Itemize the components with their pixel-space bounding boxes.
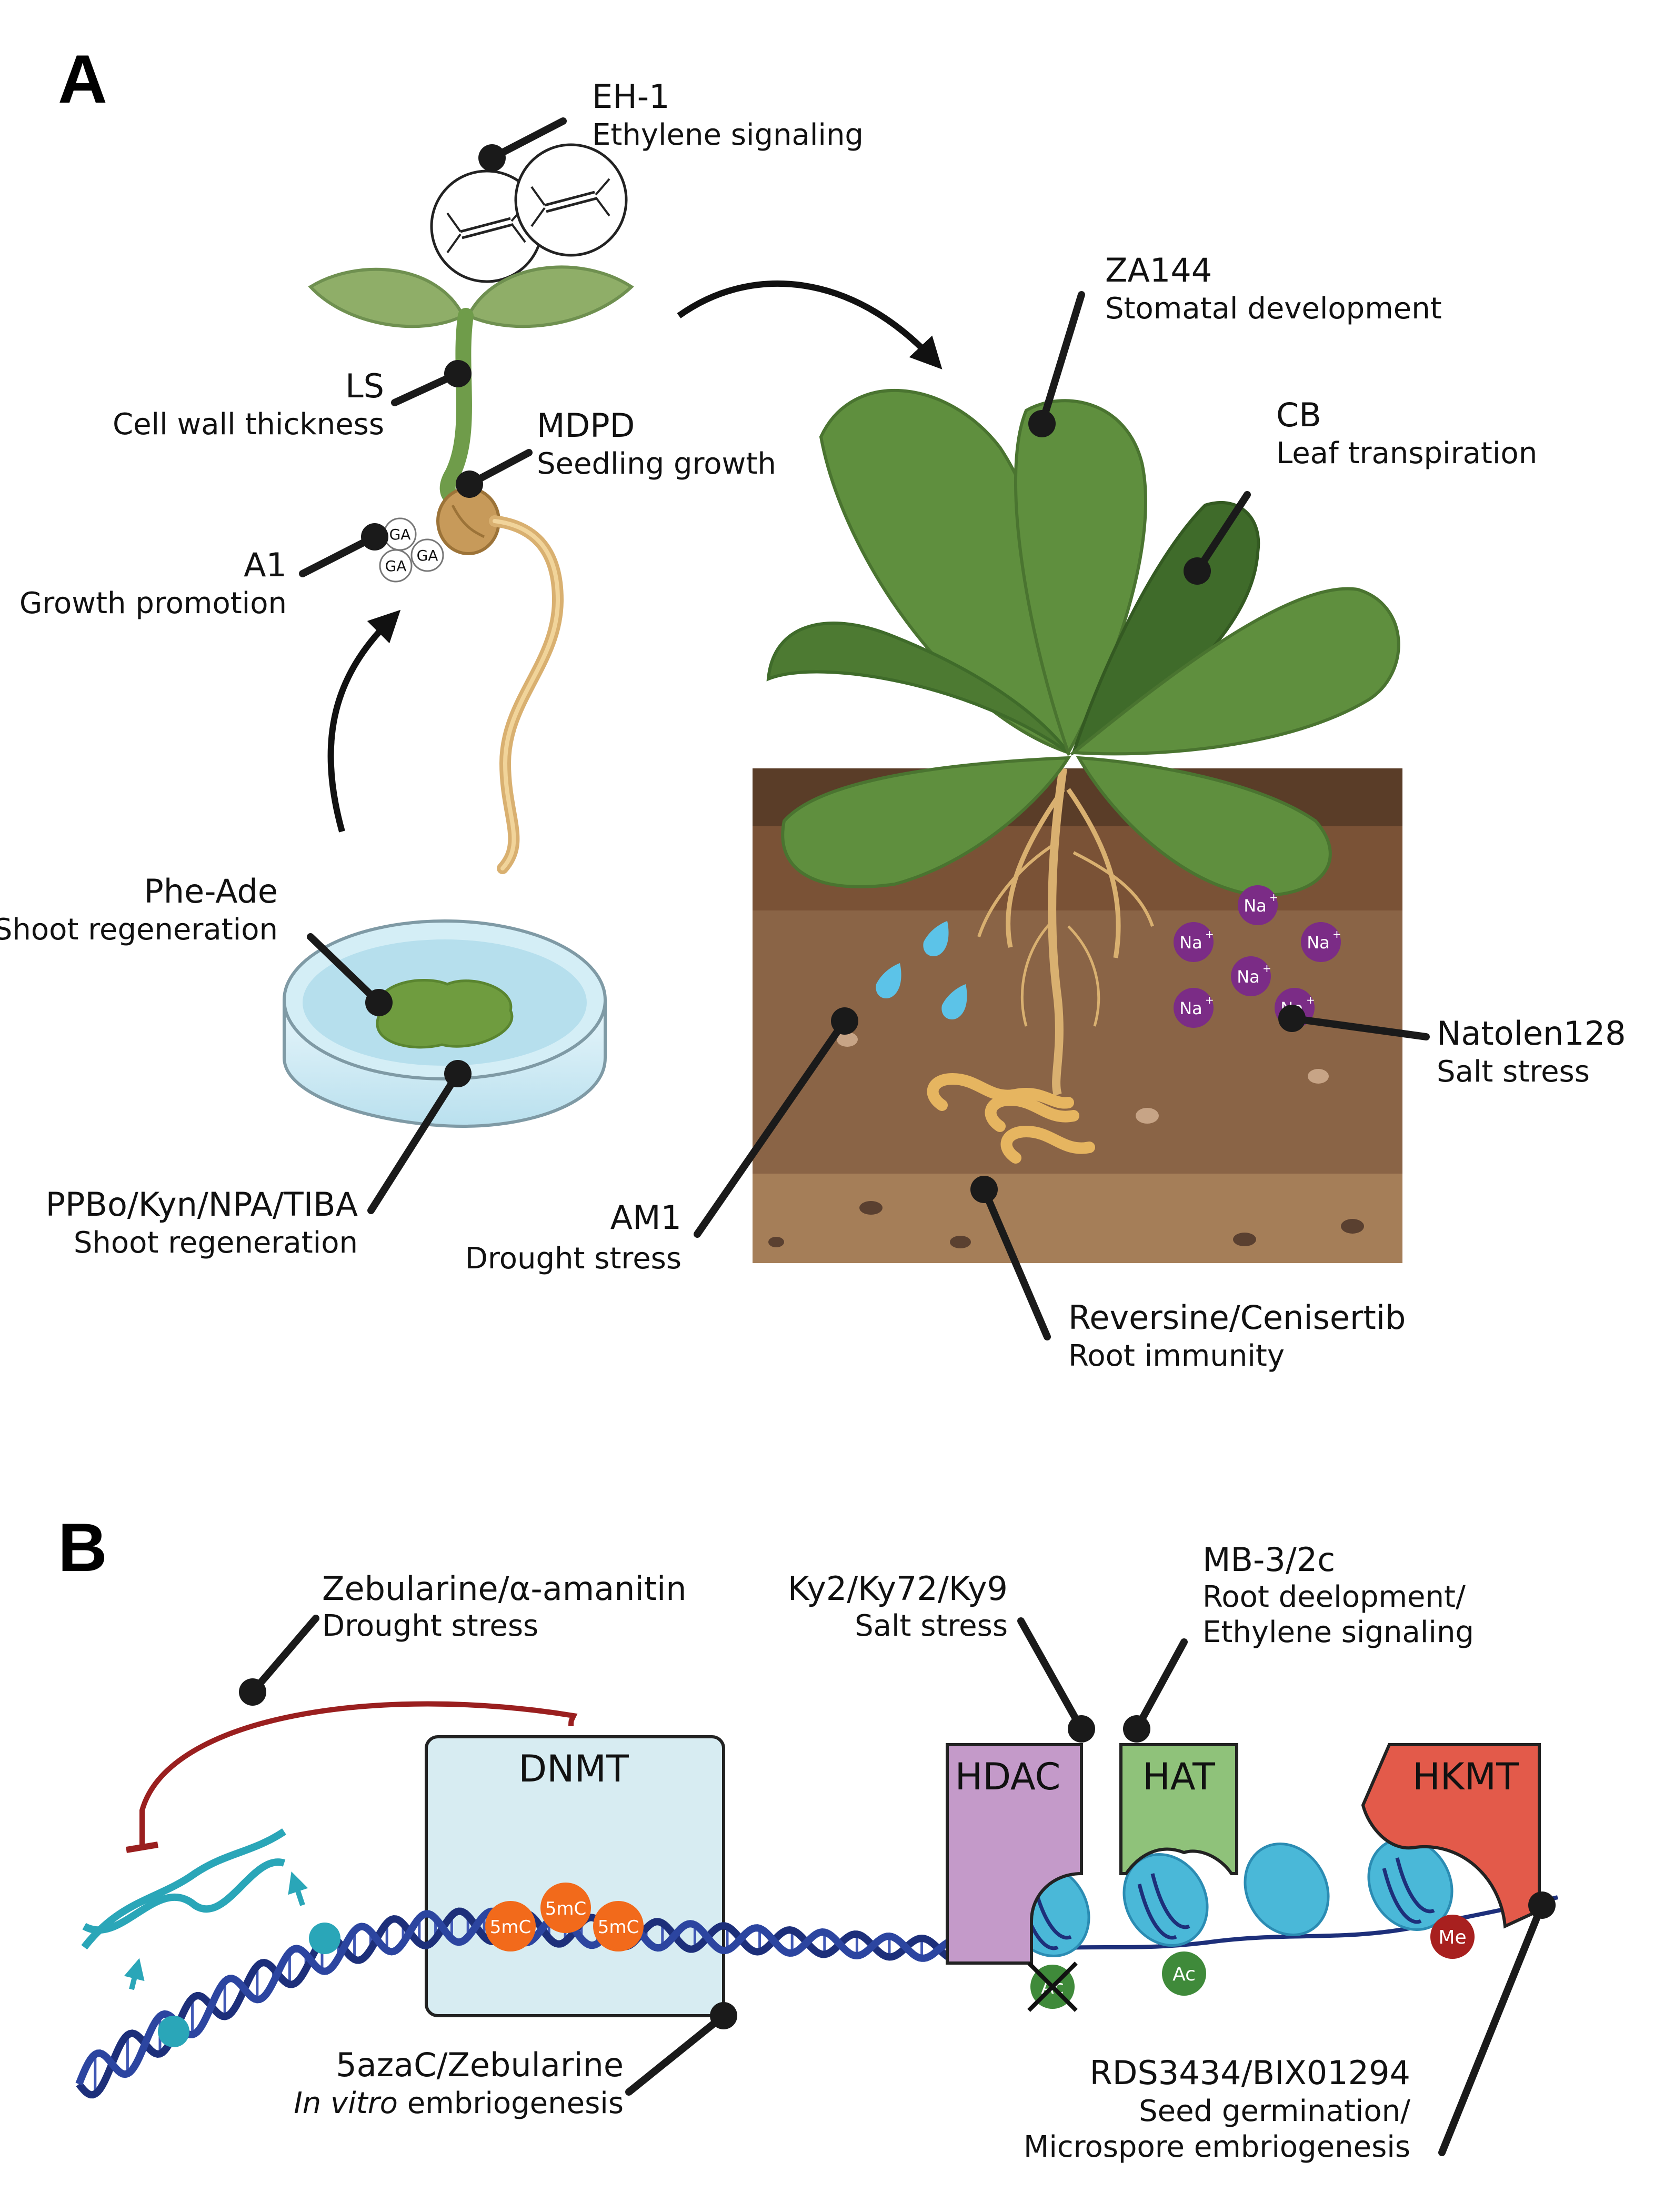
label-rds-desc1: Seed germination/	[1139, 2094, 1410, 2128]
label-mdpd-desc: Seedling growth	[537, 447, 776, 481]
label-rds-name: RDS3434/BIX01294	[1090, 2054, 1410, 2092]
ga-label: GA	[417, 547, 438, 564]
inhibition-line	[139, 1701, 578, 1847]
label-azac-name: 5azaC/Zebularine	[336, 2046, 624, 2084]
label-zebularine-amanitin-desc: Drought stress	[322, 1609, 538, 1643]
label-phe-ade-name: Phe-Ade	[144, 872, 278, 910]
label-a1-desc: Growth promotion	[19, 586, 287, 620]
label-ls-desc: Cell wall thickness	[113, 407, 384, 442]
methyl-c-label: 5mC	[545, 1898, 587, 1919]
hat-enzyme-shape	[1119, 1743, 1238, 1875]
label-eh1-desc: Ethylene signaling	[592, 118, 864, 152]
teal-dot-icon	[309, 1923, 340, 1954]
dna-strand	[75, 1907, 1008, 2086]
label-natolen-desc: Salt stress	[1437, 1055, 1590, 1089]
acetyl-label: Ac	[1172, 1964, 1196, 1985]
ga-label: GA	[385, 557, 407, 575]
label-mb3-desc1: Root deelopment/	[1202, 1580, 1466, 1614]
label-ls-name: LS	[345, 367, 384, 405]
label-eh1-name: EH-1	[592, 77, 670, 116]
label-am1-desc: Drought stress	[465, 1242, 681, 1276]
panel-a-letter: A	[58, 41, 107, 117]
label-reversine-desc: Root immunity	[1068, 1339, 1285, 1373]
na-ion-charge: +	[1205, 994, 1214, 1006]
label-phe-ade-desc: Shoot regeneration	[0, 913, 278, 947]
gibberellin-icon: GA GA GA	[379, 517, 444, 583]
label-za144-desc: Stomatal development	[1105, 292, 1442, 326]
label-a1-name: A1	[244, 546, 287, 584]
hkmt-label: HKMT	[1412, 1755, 1519, 1798]
label-azac-desc: In vitro embriogenesis	[294, 2086, 624, 2120]
nucleosomes-illustration	[1004, 1837, 1454, 1957]
hdac-enzyme-shape	[946, 1743, 1083, 1965]
na-ion-label: Na	[1244, 896, 1267, 916]
na-ion-label: Na	[1307, 933, 1330, 953]
methyl-c-label: 5mC	[598, 1917, 639, 1938]
label-ppbo-desc: Shoot regeneration	[74, 1226, 358, 1260]
label-ky-desc: Salt stress	[855, 1609, 1008, 1643]
label-ppbo-name: PPBo/Kyn/NPA/TIBA	[46, 1185, 358, 1224]
na-ion-charge: +	[1332, 928, 1341, 940]
inhibition-bar	[126, 1841, 158, 1853]
label-azac-desc-rest: embriogenesis	[398, 2086, 624, 2120]
release-arrow-icon	[288, 1871, 308, 1906]
hdac-label: HDAC	[955, 1755, 1061, 1798]
label-azac-desc-italic: In vitro	[294, 2086, 398, 2120]
dna-helix-illustration	[75, 1907, 1008, 2099]
acetyl-mark: Ac	[1162, 1951, 1206, 1996]
label-ky-name: Ky2/Ky72/Ky9	[788, 1569, 1008, 1608]
na-ion-charge: +	[1262, 962, 1271, 975]
leader-lines-b	[239, 1615, 1556, 2156]
label-mb3-desc2: Ethylene signaling	[1202, 1615, 1474, 1649]
na-ion-charge: +	[1205, 928, 1214, 940]
label-cb-desc: Leaf transpiration	[1276, 436, 1537, 471]
methyl-mark: Me	[1430, 1915, 1475, 1959]
label-natolen-name: Natolen128	[1437, 1014, 1626, 1053]
water-drops-icon	[876, 921, 967, 1020]
leader-lines-a	[299, 117, 1430, 1340]
nematodes-icon	[927, 1073, 1095, 1164]
teal-dot-icon	[158, 2016, 189, 2047]
seedling-illustration	[308, 265, 634, 874]
label-mb3-name: MB-3/2c	[1202, 1540, 1335, 1579]
acetyl-mark-crossed: Ac	[1027, 1961, 1078, 2012]
hat-label: HAT	[1142, 1755, 1215, 1798]
na-ion-label: Na	[1179, 998, 1202, 1018]
panel-b-letter: B	[58, 1509, 107, 1586]
rosette-plant-illustration	[766, 389, 1400, 1096]
hkmt-enzyme-shape	[1361, 1743, 1541, 1929]
release-arrow-icon	[124, 1958, 145, 1990]
label-mdpd-name: MDPD	[537, 406, 635, 445]
methylcytosine-marks: 5mC 5mC 5mC	[485, 1883, 644, 1951]
label-am1-name: AM1	[610, 1198, 681, 1237]
methyl-label: Me	[1438, 1927, 1466, 1948]
label-za144-name: ZA144	[1105, 251, 1212, 289]
label-cb-name: CB	[1276, 396, 1321, 434]
dnmt-label: DNMT	[518, 1747, 629, 1790]
label-rds-desc2: Microspore embriogenesis	[1024, 2130, 1410, 2164]
released-dna-illustration	[81, 1828, 286, 1950]
ethylene-molecule-icon	[430, 143, 628, 283]
na-ion-charge: +	[1306, 994, 1315, 1006]
na-ion-label: Na	[1237, 967, 1260, 987]
ga-label: GA	[389, 526, 411, 543]
na-ion-label: Na	[1179, 933, 1202, 953]
methyl-c-label: 5mC	[490, 1917, 532, 1938]
na-ion-charge: +	[1269, 891, 1278, 904]
linker-dna	[1005, 1895, 1558, 1955]
label-zebularine-amanitin-name: Zebularine/α-amanitin	[322, 1569, 687, 1608]
arrow-dish-to-seedling	[327, 609, 401, 833]
arrow-seedling-to-plant	[677, 280, 943, 369]
label-reversine-name: Reversine/Cenisertib	[1068, 1298, 1406, 1337]
petri-dish-illustration	[283, 919, 607, 1128]
